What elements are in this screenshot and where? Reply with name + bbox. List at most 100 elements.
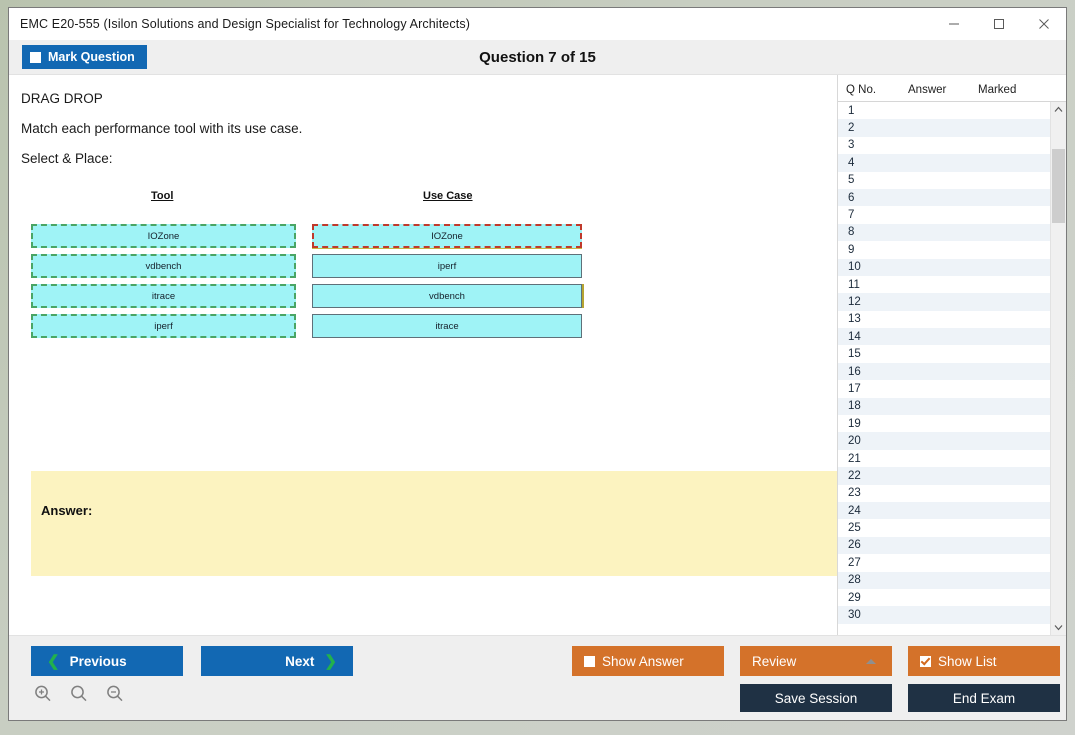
cell-no: 27 xyxy=(848,556,861,569)
drop-target-item[interactable]: vdbench xyxy=(312,284,582,308)
cell-no: 10 xyxy=(848,261,861,274)
cell-no: 20 xyxy=(848,435,861,448)
table-row[interactable]: 13 xyxy=(838,310,1050,329)
previous-label: Previous xyxy=(69,653,127,669)
title-bar: EMC E20-555 (Isilon Solutions and Design… xyxy=(9,8,1066,40)
minimize-icon[interactable] xyxy=(931,8,976,39)
close-icon[interactable] xyxy=(1021,8,1066,39)
show-answer-checkbox-icon[interactable] xyxy=(584,655,595,667)
table-row[interactable]: 8 xyxy=(838,223,1050,242)
table-row[interactable]: 28 xyxy=(838,571,1050,589)
table-row[interactable]: 22 xyxy=(838,467,1050,485)
cell-no: 11 xyxy=(848,278,860,291)
chevron-up-icon[interactable] xyxy=(1051,102,1066,117)
table-row[interactable]: 23 xyxy=(838,484,1050,502)
mark-question-button[interactable]: Mark Question xyxy=(22,45,147,69)
table-row[interactable]: 3 xyxy=(838,136,1050,155)
table-row[interactable]: 6 xyxy=(838,188,1050,207)
table-row[interactable]: 19 xyxy=(838,415,1050,433)
show-answer-button[interactable]: Show Answer xyxy=(572,646,724,676)
zoom-icon[interactable] xyxy=(67,682,91,706)
review-dropdown[interactable]: Review xyxy=(740,646,892,676)
chevron-down-icon[interactable] xyxy=(1051,620,1066,635)
column-header-tool: Tool xyxy=(151,190,174,202)
show-answer-label: Show Answer xyxy=(602,653,684,669)
drop-target-item[interactable]: IOZone xyxy=(312,224,582,248)
drag-source-item[interactable]: IOZone xyxy=(31,224,296,248)
drag-source-item[interactable]: itrace xyxy=(31,284,296,308)
table-row[interactable]: 14 xyxy=(838,328,1050,346)
zoom-in-icon[interactable] xyxy=(31,682,55,706)
body: DRAG DROP Match each performance tool wi… xyxy=(9,75,1066,635)
table-row[interactable]: 9 xyxy=(838,241,1050,259)
table-row[interactable]: 7 xyxy=(838,206,1050,224)
previous-button[interactable]: ❮ Previous xyxy=(31,646,183,676)
show-list-checkbox-icon[interactable] xyxy=(920,655,931,667)
cell-no: 17 xyxy=(848,382,861,395)
drop-target-item[interactable]: itrace xyxy=(312,314,582,338)
cell-no: 9 xyxy=(848,243,855,256)
table-row[interactable]: 4 xyxy=(838,154,1050,172)
scrollbar-thumb[interactable] xyxy=(1052,149,1065,223)
end-exam-button[interactable]: End Exam xyxy=(908,684,1060,712)
cell-no: 16 xyxy=(848,365,861,378)
question-instruction: Select & Place: xyxy=(21,151,113,166)
table-row[interactable]: 12 xyxy=(838,293,1050,311)
drag-source-item[interactable]: iperf xyxy=(31,314,296,338)
cell-no: 15 xyxy=(848,348,861,361)
mark-question-checkbox-icon[interactable] xyxy=(30,51,41,63)
cell-no: 5 xyxy=(848,174,855,187)
window-controls xyxy=(931,8,1066,39)
drop-target-item[interactable]: iperf xyxy=(312,254,582,278)
table-row[interactable]: 29 xyxy=(838,588,1050,607)
cell-no: 3 xyxy=(848,139,855,152)
cell-no: 21 xyxy=(848,452,861,465)
save-session-button[interactable]: Save Session xyxy=(740,684,892,712)
exam-window: EMC E20-555 (Isilon Solutions and Design… xyxy=(8,7,1067,721)
drag-source-item[interactable]: vdbench xyxy=(31,254,296,278)
cell-no: 8 xyxy=(848,226,855,239)
table-row[interactable]: 26 xyxy=(838,536,1050,555)
cell-no: 1 xyxy=(848,104,855,117)
table-row[interactable]: 11 xyxy=(838,275,1050,294)
drag-drop-diagram: Tool Use Case IOZone vdbench itrace iper… xyxy=(9,190,837,350)
mark-question-label: Mark Question xyxy=(48,50,135,64)
question-list-scrollbar[interactable] xyxy=(1050,102,1066,635)
table-row[interactable]: 15 xyxy=(838,345,1050,363)
zoom-out-icon[interactable] xyxy=(103,682,127,706)
cell-no: 22 xyxy=(848,469,861,482)
review-label: Review xyxy=(752,653,797,669)
cell-no: 25 xyxy=(848,522,861,535)
table-row[interactable]: 24 xyxy=(838,501,1050,520)
table-row[interactable]: 5 xyxy=(838,171,1050,189)
cell-no: 26 xyxy=(848,539,861,552)
answer-label: Answer: xyxy=(41,503,93,518)
page-title: Question 7 of 15 xyxy=(479,48,596,66)
window-title: EMC E20-555 (Isilon Solutions and Design… xyxy=(20,16,471,31)
cell-no: 6 xyxy=(848,191,855,204)
table-row[interactable]: 30 xyxy=(838,606,1050,624)
cell-no: 2 xyxy=(848,122,855,135)
answer-panel: Answer: xyxy=(31,471,837,576)
next-button[interactable]: Next ❯ xyxy=(201,646,353,676)
table-row[interactable]: 2 xyxy=(838,119,1050,137)
table-row[interactable]: 21 xyxy=(838,449,1050,468)
show-list-button[interactable]: Show List xyxy=(908,646,1060,676)
table-row[interactable]: 10 xyxy=(838,258,1050,276)
table-row[interactable]: 17 xyxy=(838,380,1050,398)
table-row[interactable]: 25 xyxy=(838,519,1050,537)
save-session-label: Save Session xyxy=(774,690,858,706)
cell-no: 18 xyxy=(848,400,861,413)
maximize-icon[interactable] xyxy=(976,8,1021,39)
cell-no: 24 xyxy=(848,504,861,517)
table-row[interactable]: 18 xyxy=(838,397,1050,416)
cell-no: 13 xyxy=(848,313,861,326)
table-row[interactable]: 27 xyxy=(838,554,1050,572)
table-row[interactable]: 16 xyxy=(838,362,1050,381)
table-row[interactable]: 20 xyxy=(838,432,1050,450)
cell-no: 19 xyxy=(848,417,861,430)
table-row[interactable]: 1 xyxy=(838,102,1050,120)
